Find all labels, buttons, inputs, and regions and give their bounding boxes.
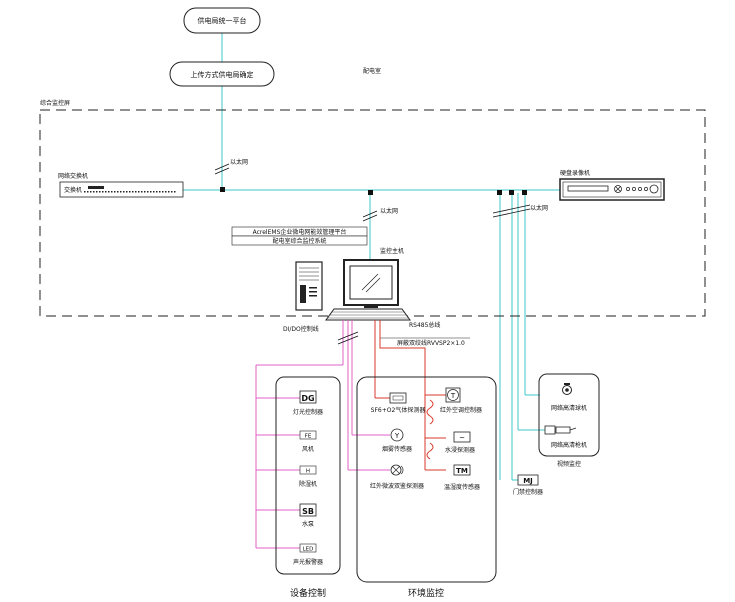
device-label: 除湿机 <box>299 480 317 488</box>
water-leak-icon <box>453 431 471 443</box>
device-label: 水泵 <box>302 520 314 528</box>
monitor-host-label: 监控主机 <box>380 247 404 255</box>
shield-cable-label: 屏蔽双绞线RVVSP2×1.0 <box>397 339 465 347</box>
ethernet-label-3: 以太网 <box>530 204 548 212</box>
switch-ports-icon <box>84 186 176 193</box>
top-platform-box <box>183 7 261 34</box>
rs485-lines <box>374 320 446 471</box>
keyboard-icon <box>325 308 411 321</box>
top-platform-label: 供电局统一平台 <box>198 16 247 25</box>
access-control-label: 门禁控制器 <box>513 488 543 496</box>
access-control-code: MJ <box>523 477 533 485</box>
network-switch-title: 网络交换机 <box>58 172 88 180</box>
rs485-bus-label: RS485总线 <box>409 321 440 329</box>
env-label: 红外微波双鉴探测器 <box>370 482 424 490</box>
ems-platform-label: AcrelEMS企业微电网能效管理平台 <box>253 228 347 236</box>
smoke-sensor-icon <box>390 428 404 442</box>
device-item: H 除湿机 <box>299 465 317 488</box>
dvr-title: 硬盘录像机 <box>560 169 590 177</box>
ir-microwave-icon <box>390 464 404 476</box>
device-code: SB <box>302 507 314 516</box>
dido-line-label: DI/DO控制线 <box>283 325 319 333</box>
device-label: 风机 <box>302 445 314 453</box>
env-item: SF6+O2气体探测器 <box>371 392 426 414</box>
dvr-icon <box>559 178 665 201</box>
switch-label: 交换机 <box>64 186 82 194</box>
device-control-title: 设备控制 <box>290 587 326 599</box>
env-label: 红外空调控制器 <box>440 406 482 414</box>
gun-camera-label: 网络高清枪机 <box>551 441 587 449</box>
env-item: TM 温湿度传感器 <box>444 464 480 491</box>
dido-lines <box>255 320 390 549</box>
network-switch-box <box>59 181 184 198</box>
device-item: LED 声光报警器 <box>293 543 323 566</box>
env-monitor-panel <box>356 376 497 583</box>
device-item: DG 灯光控制器 <box>293 390 323 416</box>
env-item: ~ 水浸探测器 <box>445 431 475 454</box>
device-item: FE 风机 <box>299 430 317 453</box>
dome-camera-icon <box>562 383 572 395</box>
env-code: T <box>450 392 456 400</box>
env-item: Y 烟雾传感器 <box>382 428 412 453</box>
device-code: LED <box>303 547 314 553</box>
device-code: H <box>306 469 310 475</box>
upload-method-label: 上传方式供电局确定 <box>191 70 254 79</box>
env-code: Y <box>394 432 400 440</box>
monitor-system-box <box>231 235 368 246</box>
env-code: ~ <box>459 434 465 442</box>
device-control-panel <box>275 376 341 575</box>
env-item: 红外微波双鉴探测器 <box>370 464 424 490</box>
monitor-screen-label: 综合监控屏 <box>40 99 70 107</box>
ethernet-label-2: 以太网 <box>380 207 398 215</box>
video-monitor-panel <box>538 373 600 457</box>
env-item: T 红外空调控制器 <box>440 387 482 414</box>
junctions <box>220 187 527 195</box>
device-label: 灯光控制器 <box>293 408 323 416</box>
access-control-icon <box>517 474 539 486</box>
pc-tower-icon <box>295 261 323 311</box>
env-monitor-title: 环境监控 <box>408 587 444 599</box>
device-item: SB 水泵 <box>299 503 317 528</box>
env-label: 烟雾传感器 <box>382 445 412 453</box>
env-label: 温湿度传感器 <box>444 483 480 491</box>
video-monitor-label: 视频监控 <box>557 460 581 468</box>
env-label: SF6+O2气体探测器 <box>371 406 426 414</box>
env-code: TM <box>456 467 468 475</box>
env-label: 水浸探测器 <box>445 446 475 454</box>
substation-room-label: 配电室 <box>363 67 381 75</box>
gun-camera-icon <box>544 425 577 435</box>
monitor-system-label: 配电室综合监控系统 <box>272 237 326 245</box>
upload-method-box <box>169 61 275 87</box>
device-code: FE <box>305 434 312 440</box>
monitor-icon <box>343 259 399 308</box>
device-label: 声光报警器 <box>293 558 323 566</box>
device-code: DG <box>301 394 314 403</box>
gas-detector-icon <box>389 392 407 404</box>
ethernet-label-1: 以太网 <box>230 158 248 166</box>
dome-camera-label: 网络高清球机 <box>551 404 587 412</box>
